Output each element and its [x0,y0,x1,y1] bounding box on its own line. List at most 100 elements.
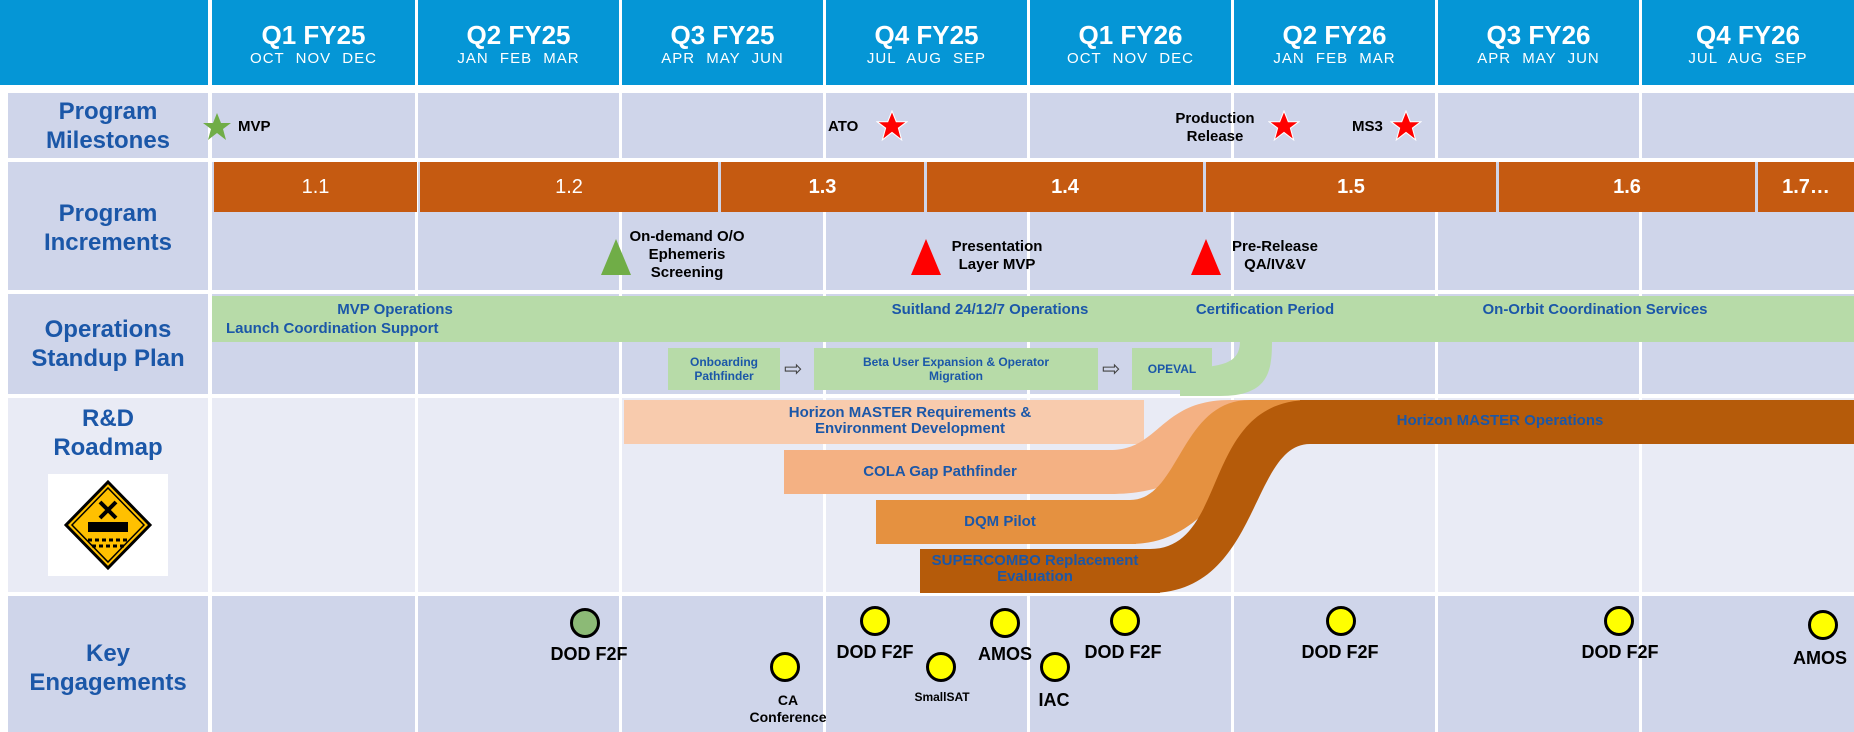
grid-cell [622,93,823,158]
engagement-dot [1110,606,1140,636]
quarter-months: APR MAY JUN [661,50,784,67]
quarter-title: Q3 FY26 [1486,20,1591,50]
row-label-rd: R&D Roadmap [53,405,163,461]
increment-bar: 1.3 [721,162,924,212]
increment-bar: 1.1 [214,162,417,212]
engagement-label: CA Conference [749,692,827,725]
ops-cert-label: Certification Period [1195,301,1335,318]
under-construction-icon [63,479,153,571]
grid-cell [418,93,619,158]
quarter-title: Q4 FY25 [874,20,979,50]
engagement-dot [1040,652,1070,682]
engagement-label: AMOS [978,644,1032,664]
increment-event-label: On-demand O/O Ephemeris Screening [629,228,745,281]
quarter-title: Q3 FY25 [670,20,775,50]
engagement-label: SmallSAT [914,690,970,704]
engagement-label: DOD F2F [1084,642,1162,662]
rd-operations-label: Horizon MASTER Operations [1396,412,1604,429]
increment-event-label: Pre-Release QA/IV&V [1232,238,1318,273]
quarter-months: OCT NOV DEC [250,50,377,67]
quarter-months: OCT NOV DEC [1067,50,1194,67]
ops-launch-label: Launch Coordination Support [226,320,439,337]
rd-cola-label: COLA Gap Pathfinder [863,463,1017,480]
ops-onorbit-label: On-Orbit Coordination Services [1482,301,1708,318]
grid-cell [418,398,619,592]
grid-cell [212,398,415,592]
grid-cell [826,93,1027,158]
increment-triangle-red-icon [1191,239,1221,275]
arrow-right-icon: ⇨ [784,356,803,381]
engagement-dot [990,608,1020,638]
ops-beta-box: Beta User Expansion & Operator Migration [814,348,1098,390]
row-label-ops: Operations Standup Plan [31,316,185,372]
quarter-title: Q2 FY25 [466,20,571,50]
milestone-star-red-icon [876,110,908,142]
milestone-ato-label: ATO [828,118,859,135]
under-construction-sign [48,474,168,576]
ops-suitland-label: Suitland 24/12/7 Operations [891,301,1089,318]
arrow-right-icon: ⇨ [1102,356,1121,381]
quarter-months: JAN FEB MAR [1273,50,1396,67]
engagement-dot [860,606,890,636]
increment-bar: 1.7… [1758,162,1854,212]
row-label-increments: Program Increments [43,200,173,256]
engagement-dot [1808,610,1838,640]
milestone-star-red-icon [1390,110,1422,142]
milestone-star-red-icon [1268,110,1300,142]
row-label-milestones: Program Milestones [45,98,171,154]
grid-cell [1438,93,1639,158]
increment-bar: 1.6 [1499,162,1755,212]
engagement-label: DOD F2F [1301,642,1379,662]
header-corner [0,0,208,85]
ops-main-bar [212,296,1854,342]
increment-event-label: Presentation Layer MVP [951,238,1043,273]
rd-dqm-label: DQM Pilot [964,513,1036,530]
quarter-title: Q1 FY25 [261,20,366,50]
ops-mvp-label: MVP Operations [337,301,453,318]
quarter-months: APR MAY JUN [1477,50,1600,67]
grid-cell [212,93,415,158]
quarter-title: Q1 FY26 [1078,20,1183,50]
milestone-production-label: Production Release [1175,110,1255,145]
engagement-label: DOD F2F [1581,642,1659,662]
row-label-cell [8,596,208,732]
engagement-label: DOD F2F [836,642,914,662]
row-label-cell [8,162,208,290]
increment-triangle-red-icon [911,239,941,275]
engagement-label: IAC [1038,690,1070,710]
engagement-label: DOD F2F [550,644,628,664]
increment-bar: 1.5 [1206,162,1496,212]
quarter-months: JUL AUG SEP [1688,50,1808,67]
grid-cell [1030,93,1231,158]
engagement-dot [1604,606,1634,636]
row-label-engagements: Key Engagements [29,640,187,696]
row-label-cell [8,294,208,394]
milestone-mvp-label: MVP [238,118,271,135]
increment-triangle-green-icon [601,239,631,275]
quarter-title: Q2 FY26 [1282,20,1387,50]
engagement-dot [770,652,800,682]
engagement-dot [1326,606,1356,636]
row-label-cell [8,93,208,158]
quarter-months: JAN FEB MAR [457,50,580,67]
rd-requirements-label: Horizon MASTER Requirements & Environmen… [788,404,1032,437]
quarter-title: Q4 FY26 [1695,20,1801,50]
quarter-months: JUL AUG SEP [866,50,987,67]
ops-onboarding-box: Onboarding Pathfinder [668,348,780,390]
increment-bar: 1.2 [420,162,718,212]
ops-opeval-box: OPEVAL [1132,348,1212,390]
milestone-star-green-icon [203,113,231,140]
grid-cell [1642,93,1854,158]
engagement-dot [926,652,956,682]
grid-cell [212,596,415,732]
rd-supercombo-label: SUPERCOMBO Replacement Evaluation [931,552,1139,585]
engagement-label: AMOS [1793,648,1847,668]
